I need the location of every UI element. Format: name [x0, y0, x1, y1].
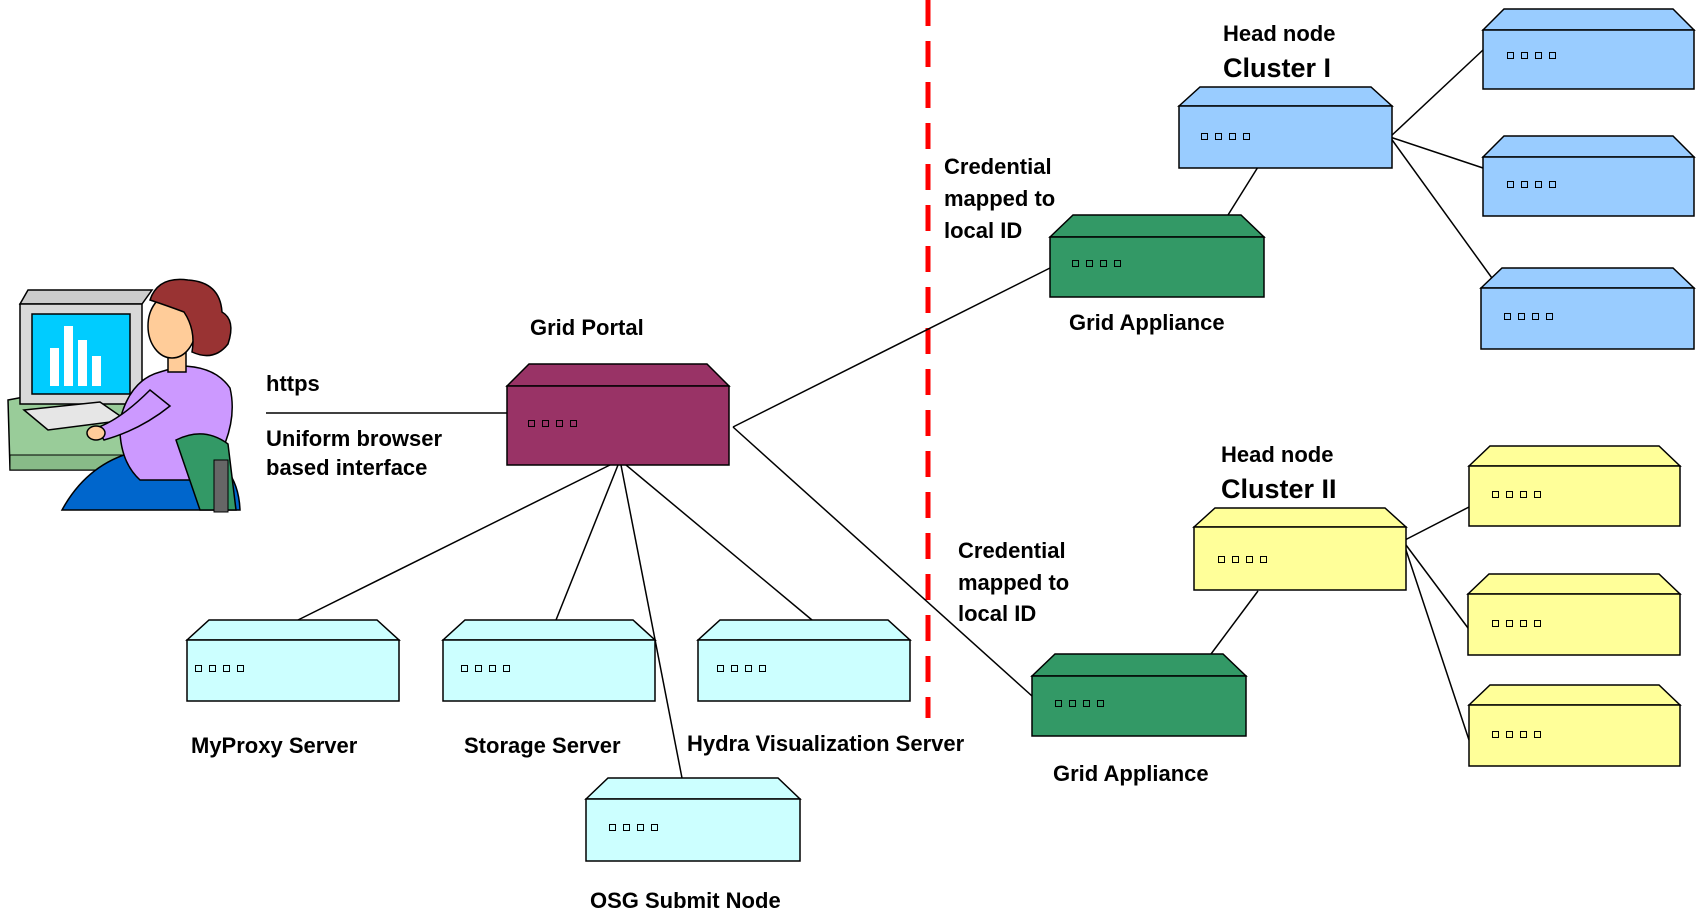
cluster1-node-3-indicator-light: [1518, 313, 1525, 320]
cluster2-head-node-indicator-light: [1232, 556, 1239, 563]
cluster1-node-3-indicator-light: [1504, 313, 1511, 320]
osg-submit-node-indicator-light: [623, 824, 630, 831]
cluster2-node-1-indicator-light: [1506, 491, 1513, 498]
interface-label-line2: based interface: [266, 455, 428, 480]
osg-submit-node-label: OSG Submit Node: [590, 888, 781, 913]
site2-credential-line2: mapped to: [958, 570, 1070, 595]
cluster2-title: Cluster II: [1221, 474, 1337, 504]
interface-label-line1: Uniform browser: [266, 426, 443, 451]
cluster1-head-node-indicator-light: [1215, 133, 1222, 140]
osg-submit-node-indicator-light: [637, 824, 644, 831]
cluster1-head-node-label: Head node: [1223, 21, 1336, 46]
cluster2-node-2-indicator-light: [1492, 620, 1499, 627]
storage-server-indicator-light: [503, 665, 510, 672]
grid-appliance-1-box: [1048, 214, 1266, 298]
cluster2-node-3-indicator-light: [1492, 731, 1499, 738]
grid-portal-box: [505, 363, 731, 466]
grid-appliance-1-indicator-light: [1086, 260, 1093, 267]
cluster2-node-2-indicator-light: [1506, 620, 1513, 627]
cluster2-node-3-indicator-light: [1534, 731, 1541, 738]
site2-credential-line3: local ID: [958, 601, 1037, 626]
cluster2-node-2-indicator-light: [1534, 620, 1541, 627]
connectors: [266, 49, 1498, 779]
osg-submit-node-indicator-light: [609, 824, 616, 831]
cluster1-node-2-indicator-light: [1521, 181, 1528, 188]
cluster1-node-3-box: [1479, 267, 1696, 350]
https-label: https: [266, 371, 320, 396]
cluster1-head-node-indicator-light: [1243, 133, 1250, 140]
storage-server-label: Storage Server: [464, 733, 621, 758]
grid-appliance-1-indicator-light: [1072, 260, 1079, 267]
hydra-server-indicator-light: [759, 665, 766, 672]
storage-server-indicator-light: [461, 665, 468, 672]
myproxy-server-box: [185, 619, 401, 702]
osg-submit-node-indicator-light: [651, 824, 658, 831]
myproxy-server-label: MyProxy Server: [191, 733, 358, 758]
server-boxes: [185, 8, 1696, 862]
grid-portal-indicator-light: [556, 420, 563, 427]
cluster1-node-2-box: [1481, 135, 1696, 217]
site1-credential-line3: local ID: [944, 218, 1023, 243]
cluster1-node-1-indicator-light: [1549, 52, 1556, 59]
cluster1-node-3-indicator-light: [1532, 313, 1539, 320]
site1-credential-line2: mapped to: [944, 186, 1056, 211]
cluster1-node-2-indicator-light: [1549, 181, 1556, 188]
grid-appliance-1-indicator-light: [1114, 260, 1121, 267]
cluster1-head-node-indicator-light: [1201, 133, 1208, 140]
grid-appliance-1-label: Grid Appliance: [1069, 310, 1225, 335]
grid-appliance-2-indicator-light: [1069, 700, 1076, 707]
cluster2-node-1-indicator-light: [1534, 491, 1541, 498]
storage-server-indicator-light: [475, 665, 482, 672]
user-at-computer-icon: [7, 278, 241, 513]
hydra-server-indicator-light: [745, 665, 752, 672]
grid-portal-indicator-light: [570, 420, 577, 427]
site1-credential-line1: Credential: [944, 154, 1052, 179]
cluster1-node-1-indicator-light: [1507, 52, 1514, 59]
cluster2-node-3-indicator-light: [1520, 731, 1527, 738]
cluster2-head-node-box: [1192, 507, 1408, 591]
grid-portal-indicator-light: [528, 420, 535, 427]
site2-credential-line1: Credential: [958, 538, 1066, 563]
cluster2-node-3-indicator-light: [1506, 731, 1513, 738]
storage-server-box: [441, 619, 657, 702]
cluster2-node-1-box: [1467, 445, 1682, 527]
grid-portal-indicator-light: [542, 420, 549, 427]
hydra-server-indicator-light: [717, 665, 724, 672]
cluster1-node-2-indicator-light: [1507, 181, 1514, 188]
grid-appliance-2-indicator-light: [1083, 700, 1090, 707]
cluster2-head-node-indicator-light: [1218, 556, 1225, 563]
hydra-server-label: Hydra Visualization Server: [687, 731, 965, 756]
cluster2-head-node-indicator-light: [1260, 556, 1267, 563]
grid-appliance-2-box: [1030, 653, 1248, 737]
cluster1-node-1-indicator-light: [1521, 52, 1528, 59]
cluster2-head-node-label: Head node: [1221, 442, 1334, 467]
cluster2-node-2-box: [1466, 573, 1682, 656]
hydra-server-box: [696, 619, 912, 702]
hydra-server-indicator-light: [731, 665, 738, 672]
cluster1-node-1-indicator-light: [1535, 52, 1542, 59]
grid-appliance-2-indicator-light: [1055, 700, 1062, 707]
grid-appliance-2-indicator-light: [1097, 700, 1104, 707]
cluster2-node-1-indicator-light: [1492, 491, 1499, 498]
grid-appliance-1-indicator-light: [1100, 260, 1107, 267]
myproxy-server-indicator-light: [195, 665, 202, 672]
myproxy-server-indicator-light: [223, 665, 230, 672]
cluster1-title: Cluster I: [1223, 53, 1332, 83]
cluster1-node-1-box: [1481, 8, 1696, 90]
cluster1-head-node-box: [1177, 86, 1394, 169]
grid-portal-label: Grid Portal: [530, 315, 644, 340]
storage-server-indicator-light: [489, 665, 496, 672]
cluster2-head-node-indicator-light: [1246, 556, 1253, 563]
cluster1-head-node-indicator-light: [1229, 133, 1236, 140]
cluster2-node-2-indicator-light: [1520, 620, 1527, 627]
cluster2-node-3-box: [1467, 684, 1682, 767]
grid-appliance-2-label: Grid Appliance: [1053, 761, 1209, 786]
cluster2-node-1-indicator-light: [1520, 491, 1527, 498]
osg-submit-node-box: [584, 777, 802, 862]
cluster1-node-3-indicator-light: [1546, 313, 1553, 320]
myproxy-server-indicator-light: [237, 665, 244, 672]
cluster1-node-2-indicator-light: [1535, 181, 1542, 188]
myproxy-server-indicator-light: [209, 665, 216, 672]
